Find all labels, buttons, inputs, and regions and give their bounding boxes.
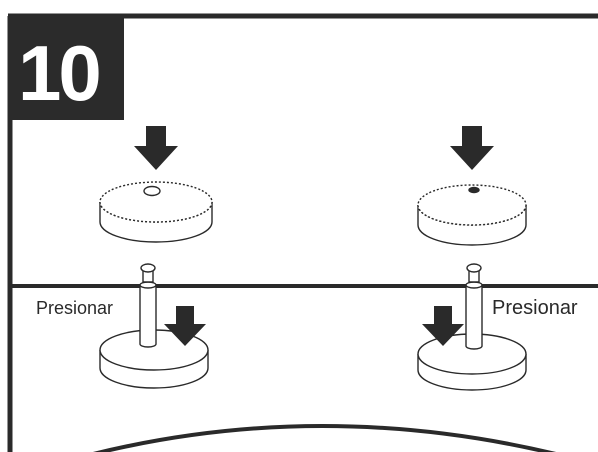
down-arrow-icon — [134, 126, 178, 170]
disc-hole — [143, 185, 161, 197]
peg — [139, 263, 157, 348]
curved-edge — [92, 424, 557, 452]
disc-hole — [468, 186, 480, 194]
press-label-right: Presionar — [492, 297, 578, 319]
press-label-left: Presionar — [36, 298, 113, 318]
base-disc — [417, 333, 527, 391]
top-left-assembly — [99, 126, 213, 243]
disc-pad — [417, 184, 527, 246]
bottom-right-assembly: Presionar — [417, 263, 578, 391]
press-arrow-icon — [422, 306, 464, 346]
disc-pad — [99, 181, 213, 243]
bottom-left-assembly: Presionar — [36, 263, 209, 389]
step-number-badge: 10 — [8, 16, 124, 120]
step-number: 10 — [18, 29, 99, 117]
top-right-assembly — [417, 126, 527, 246]
press-arrow-icon — [164, 306, 206, 346]
step-badge-background — [8, 16, 124, 120]
peg — [465, 263, 483, 350]
down-arrow-icon — [450, 126, 494, 170]
